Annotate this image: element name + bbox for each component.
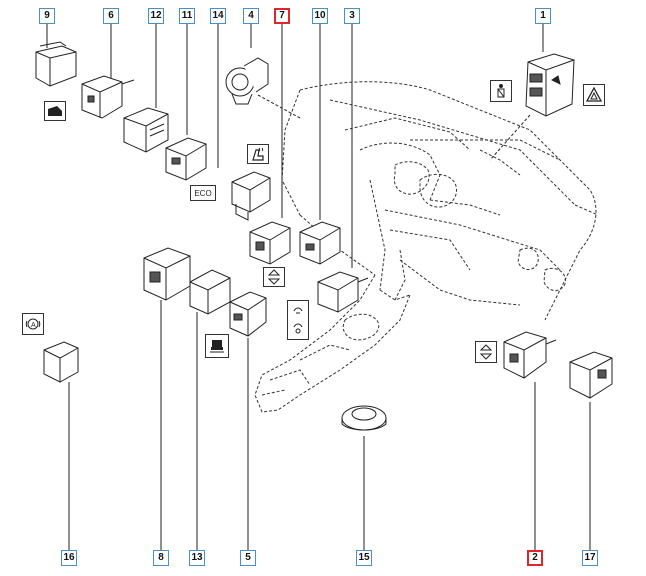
part-6-switch [81, 75, 135, 119]
dashboard-outline [281, 81, 599, 321]
svg-text:A: A [31, 322, 36, 329]
part-11-switch [165, 137, 207, 181]
part-7-switch [249, 221, 291, 265]
callout-17[interactable]: 17 [582, 550, 598, 566]
part-12-switch [123, 107, 169, 153]
leader-lines [46, 24, 591, 550]
callout-5[interactable]: 5 [240, 550, 256, 566]
seatbelt-symbol [490, 80, 512, 102]
part-14-switch [231, 171, 271, 221]
seat-heater-symbol [247, 144, 269, 164]
auto-hold-symbol: A [22, 313, 44, 335]
callout-9[interactable]: 9 [39, 8, 55, 24]
callout-4[interactable]: 4 [243, 8, 259, 24]
part-5-switch [229, 291, 267, 337]
part-17-switch [569, 351, 613, 399]
callout-7[interactable]: 7 [274, 8, 290, 24]
part-2-switch [503, 331, 557, 379]
part-3-switch [317, 271, 369, 313]
callout-11[interactable]: 11 [179, 8, 195, 24]
window-symbol [44, 101, 66, 121]
callout-2[interactable]: 2 [527, 550, 543, 566]
up-down-arrows-symbol [263, 267, 285, 287]
part-10-switch [299, 221, 341, 265]
part-15-grommet [341, 405, 387, 431]
callout-16[interactable]: 16 [61, 550, 77, 566]
part-13-switch [189, 269, 231, 315]
hazard-symbol [583, 84, 605, 106]
callout-15[interactable]: 15 [356, 550, 372, 566]
up-down-arrows-symbol-2 [475, 341, 497, 363]
steering-symbol [287, 300, 309, 340]
callout-8[interactable]: 8 [153, 550, 169, 566]
callout-3[interactable]: 3 [344, 8, 360, 24]
callout-12[interactable]: 12 [148, 8, 164, 24]
callout-6[interactable]: 6 [103, 8, 119, 24]
eco-symbol: ECO [190, 185, 216, 201]
part-1-switch-panel [525, 53, 575, 117]
part-4-switch [225, 57, 269, 105]
park-assist-symbol [205, 334, 229, 358]
callout-10[interactable]: 10 [312, 8, 328, 24]
part-16-switch [43, 341, 79, 383]
callout-13[interactable]: 13 [189, 550, 205, 566]
eco-label: ECO [194, 188, 212, 198]
part-9-switch [35, 41, 77, 87]
callout-14[interactable]: 14 [210, 8, 226, 24]
center-console-outline [254, 249, 411, 413]
callout-1[interactable]: 1 [535, 8, 551, 24]
part-8-switch [143, 247, 191, 301]
